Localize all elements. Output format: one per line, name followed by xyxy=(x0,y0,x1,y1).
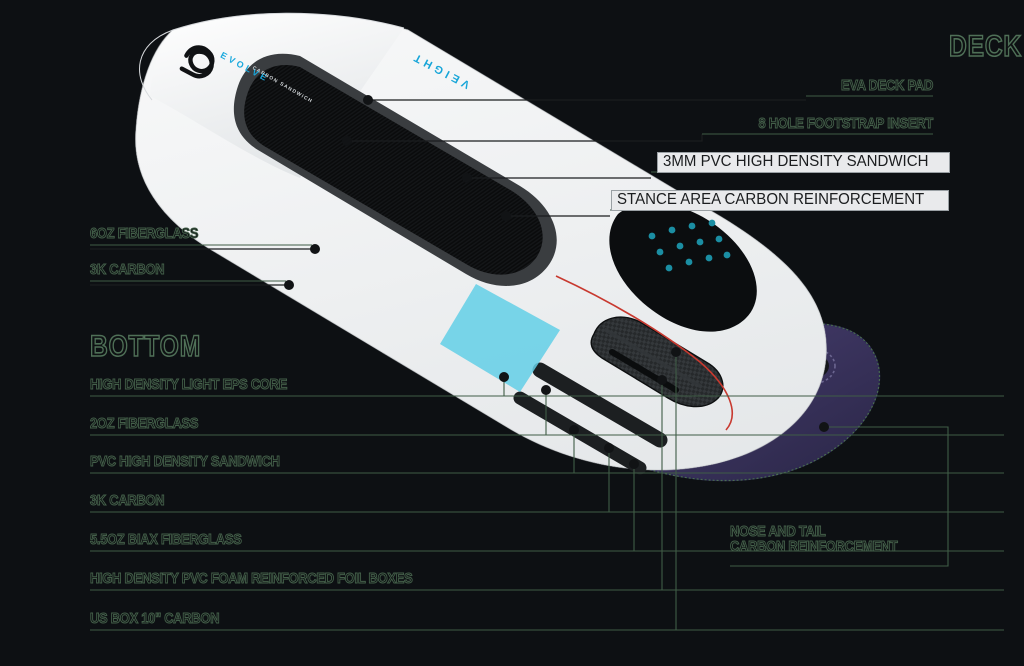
eva-deck-pad-surface xyxy=(244,64,543,275)
hull-outline-trace xyxy=(579,291,881,482)
foil-box-slot-b xyxy=(513,391,647,475)
label-underlines xyxy=(90,95,1004,631)
footstrap-insert-holes xyxy=(648,219,731,272)
cutaway-red-pinstripe xyxy=(555,275,734,431)
stance-pad xyxy=(609,202,757,332)
leader-dots xyxy=(342,95,511,221)
foil-box-insert xyxy=(604,328,702,388)
foil-box-slot-a xyxy=(532,362,668,448)
foil-box-assembly xyxy=(513,316,724,475)
evolve-infinity-logo xyxy=(179,45,215,79)
nose-edge xyxy=(139,12,405,101)
cyan-streak xyxy=(440,284,560,392)
